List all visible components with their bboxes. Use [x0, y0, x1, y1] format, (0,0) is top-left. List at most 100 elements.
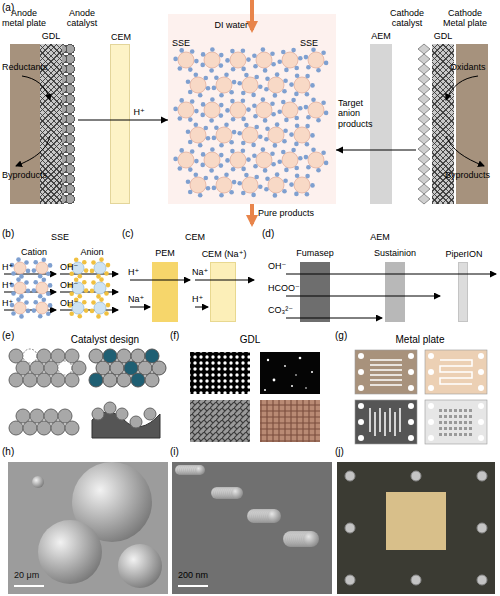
node-label: GDL	[36, 31, 66, 41]
functional-group	[295, 73, 300, 78]
functional-group	[33, 260, 38, 265]
membrane-band: PiperION	[458, 262, 468, 322]
node-label: Fumasep	[290, 248, 340, 258]
functional-group	[237, 131, 242, 136]
flow-channel	[370, 384, 402, 386]
functional-group	[194, 159, 199, 164]
functional-group	[190, 149, 195, 154]
functional-group	[209, 118, 214, 123]
annotation: Na⁺	[128, 294, 152, 304]
panel-letter: (e)	[2, 330, 26, 342]
annotation: Byproducts	[445, 170, 499, 180]
flow-pin	[449, 421, 452, 424]
functional-group	[265, 77, 270, 82]
flow-pin	[439, 427, 442, 430]
functional-group	[198, 93, 203, 98]
functional-group	[219, 103, 224, 108]
functional-group	[99, 297, 104, 302]
functional-group	[281, 100, 286, 105]
functional-group	[298, 106, 303, 111]
nanosphere	[231, 487, 243, 499]
functional-group	[271, 62, 276, 67]
functional-group	[209, 168, 214, 173]
functional-group	[291, 48, 296, 53]
metal-plates	[355, 350, 487, 444]
functional-group	[204, 76, 209, 81]
functional-group	[204, 126, 209, 131]
ion-particle	[282, 102, 298, 118]
bolt-hole	[478, 369, 484, 375]
flow-pin	[464, 427, 467, 430]
functional-group	[32, 268, 37, 273]
functional-group	[212, 186, 217, 191]
functional-group	[179, 48, 184, 53]
functional-group	[275, 172, 280, 177]
functional-group	[48, 283, 53, 288]
ion-particle	[190, 177, 206, 193]
annotation: OH⁻	[60, 262, 84, 272]
ion-particle	[190, 77, 206, 93]
functional-group	[91, 260, 96, 265]
flow-pin	[454, 433, 457, 436]
flow-channel	[374, 412, 376, 436]
functional-group	[289, 182, 294, 187]
node-label: SSE	[172, 38, 212, 48]
bolt-hole	[478, 419, 484, 425]
functional-group	[271, 112, 276, 117]
flow-pin	[469, 409, 472, 412]
annotation: Metal plate	[375, 334, 465, 346]
catalyst-design	[9, 349, 166, 438]
functional-group	[210, 47, 215, 52]
functional-group	[194, 109, 199, 114]
bolt-hole	[358, 419, 364, 425]
arrow-line	[336, 150, 416, 151]
flow-pin	[469, 427, 472, 430]
functional-group	[282, 89, 287, 94]
functional-group	[194, 122, 199, 127]
gdl-pores	[264, 357, 313, 391]
scale-bar	[14, 585, 44, 587]
functional-group	[188, 67, 193, 72]
functional-group	[305, 124, 310, 129]
functional-group	[246, 157, 251, 162]
functional-group	[26, 309, 31, 314]
functional-group	[263, 168, 268, 173]
ion-particle	[242, 177, 258, 193]
ion-particle	[256, 102, 272, 118]
ion-particle	[230, 152, 246, 168]
ion-particle	[294, 77, 310, 93]
functional-group	[294, 66, 299, 71]
functional-group	[229, 90, 234, 95]
bolt-hole	[478, 353, 484, 359]
gdl-texture	[260, 400, 320, 442]
functional-group	[321, 50, 326, 55]
annotation: OH⁻	[60, 298, 84, 308]
functional-group	[282, 189, 287, 194]
functional-group	[304, 55, 309, 60]
flow-pin	[464, 433, 467, 436]
functional-group	[311, 48, 316, 53]
annotation: DI water	[200, 20, 248, 30]
functional-group	[241, 117, 246, 122]
ion-particle	[216, 77, 232, 93]
functional-group	[306, 165, 311, 170]
flow-pin	[439, 409, 442, 412]
catalyst-atom	[92, 408, 104, 420]
functional-group	[69, 311, 74, 316]
functional-group	[42, 277, 47, 282]
annotation: Reductants	[2, 62, 62, 72]
flow-plate	[355, 350, 417, 394]
functional-group	[178, 166, 183, 171]
functional-group	[210, 147, 215, 152]
functional-group	[219, 193, 224, 198]
flow-pin	[454, 415, 457, 418]
ion-particle	[216, 127, 232, 143]
functional-group	[321, 150, 326, 155]
functional-group	[258, 85, 263, 90]
functional-group	[231, 167, 236, 172]
functional-group	[273, 143, 278, 148]
functional-group	[270, 52, 275, 57]
functional-group	[283, 78, 288, 83]
annotation: SSE	[300, 38, 330, 48]
ion-particle	[308, 102, 324, 118]
